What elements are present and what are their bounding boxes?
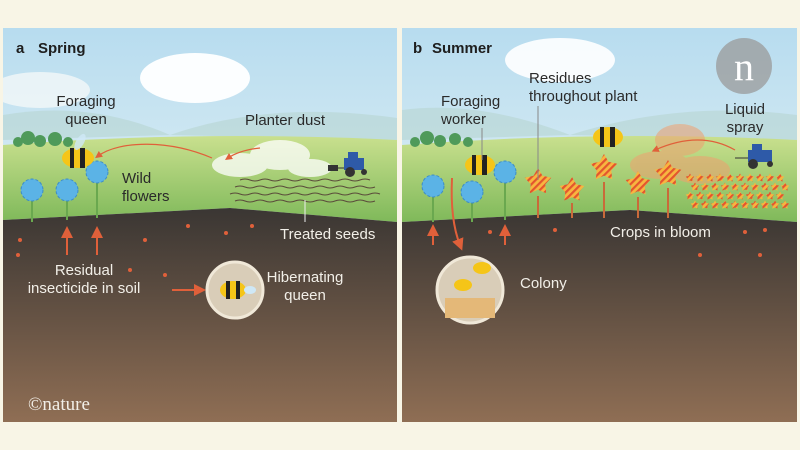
label-planter-dust: Planter dust — [245, 112, 326, 129]
crop-field-flower — [730, 200, 740, 209]
crop-field-flower — [685, 191, 695, 200]
label-residual: Residual — [55, 262, 113, 279]
crop-field — [685, 173, 790, 209]
crop-field-flower — [720, 182, 730, 191]
crop-field-flower — [715, 173, 725, 182]
crop-field-flower — [735, 173, 745, 182]
crop-field-flower — [735, 191, 745, 200]
bee-icon — [62, 133, 94, 168]
label-wild-flowers-2: flowers — [122, 188, 170, 205]
panel-spring: a Spring Foraging queen Planter dust Wil… — [3, 28, 397, 422]
tractor-icon — [328, 152, 367, 177]
panel-letter: b — [413, 40, 422, 57]
crop-field-flower — [700, 200, 710, 209]
crop-field-flower — [740, 200, 750, 209]
crop-field-flower — [710, 182, 720, 191]
crop-flower — [625, 171, 651, 195]
crop-field-flower — [775, 191, 785, 200]
panel-title: Spring — [38, 40, 86, 57]
residue-dots — [16, 224, 254, 277]
crop-field-flower — [740, 182, 750, 191]
crop-field-flower — [780, 182, 790, 191]
field — [3, 136, 397, 222]
crop-field-flower — [720, 200, 730, 209]
wild-flowers — [421, 160, 517, 222]
cloud — [140, 53, 250, 103]
nature-credit: ©nature — [28, 394, 90, 415]
nature-logo-letter: n — [734, 44, 754, 89]
crop-field-flower — [755, 191, 765, 200]
crop-field-flower — [750, 182, 760, 191]
crop-flowers — [524, 154, 682, 218]
soil-arrows — [427, 177, 511, 251]
crop-field-flower — [745, 191, 755, 200]
label-crops-in-bloom: Crops in bloom — [610, 224, 711, 241]
panel-summer: n b Summer Foraging worker Residues thro… — [402, 28, 797, 422]
crop-field-flower — [730, 182, 740, 191]
crop-field-flower — [770, 200, 780, 209]
bee-icon — [465, 155, 495, 175]
trees — [410, 131, 473, 147]
label-hibernating: Hibernating — [267, 269, 344, 286]
label-residual-2: insecticide in soil — [28, 280, 141, 297]
crop-field-flower — [780, 200, 790, 209]
label-treated-seeds: Treated seeds — [280, 226, 375, 243]
colony-circle — [435, 255, 505, 325]
cloud — [505, 38, 615, 82]
label-hibernating-2: queen — [284, 287, 326, 304]
label-foraging-worker-2: worker — [440, 111, 486, 128]
crop-field-flower — [770, 182, 780, 191]
label-foraging-worker: Foraging — [441, 93, 500, 110]
soil-arrows — [61, 226, 206, 296]
crop-field-flower — [765, 173, 775, 182]
crop-field-flower — [725, 191, 735, 200]
crop-field-flower — [710, 200, 720, 209]
crop-field-flower — [765, 191, 775, 200]
crop-field-flower — [755, 173, 765, 182]
label-residues: Residues — [529, 70, 592, 87]
panel-title: Summer — [432, 40, 492, 57]
crop-field-flower — [725, 173, 735, 182]
crop-field-flower — [690, 200, 700, 209]
nature-logo — [716, 38, 772, 94]
label-foraging-queen: Foraging — [56, 93, 115, 110]
soil — [3, 208, 397, 422]
hill — [3, 110, 170, 140]
tractor-icon — [735, 144, 773, 169]
bee-icon — [593, 127, 623, 147]
crop-flower — [590, 154, 618, 180]
dust-arrow — [95, 143, 213, 159]
crop-flower — [559, 177, 585, 201]
crop-field-flower — [745, 173, 755, 182]
crop-field-flower — [695, 191, 705, 200]
label-residues-2: throughout plant — [529, 88, 638, 105]
crop-flower — [654, 160, 682, 186]
crop-field-flower — [705, 191, 715, 200]
residue-dots — [488, 228, 767, 257]
crop-flower — [524, 168, 552, 194]
soil — [402, 210, 797, 422]
crop-field-flower — [760, 200, 770, 209]
crop-field-flower — [700, 182, 710, 191]
label-liquid-spray: Liquid — [725, 101, 765, 118]
crop-field-flower — [760, 182, 770, 191]
crop-field-flower — [705, 173, 715, 182]
panel-letter: a — [16, 40, 25, 57]
label-colony: Colony — [520, 275, 567, 292]
crop-field-flower — [715, 191, 725, 200]
crop-field-flower — [775, 173, 785, 182]
crop-field-flower — [695, 173, 705, 182]
hibernating-queen-circle — [205, 260, 265, 320]
trees — [13, 131, 73, 147]
wild-flowers — [20, 160, 109, 222]
label-wild-flowers: Wild — [122, 170, 151, 187]
label-liquid-spray-2: spray — [727, 119, 764, 136]
crop-field-flower — [750, 200, 760, 209]
crop-field-flower — [690, 182, 700, 191]
label-foraging-queen-2: queen — [65, 111, 107, 128]
crop-field-flower — [685, 173, 695, 182]
